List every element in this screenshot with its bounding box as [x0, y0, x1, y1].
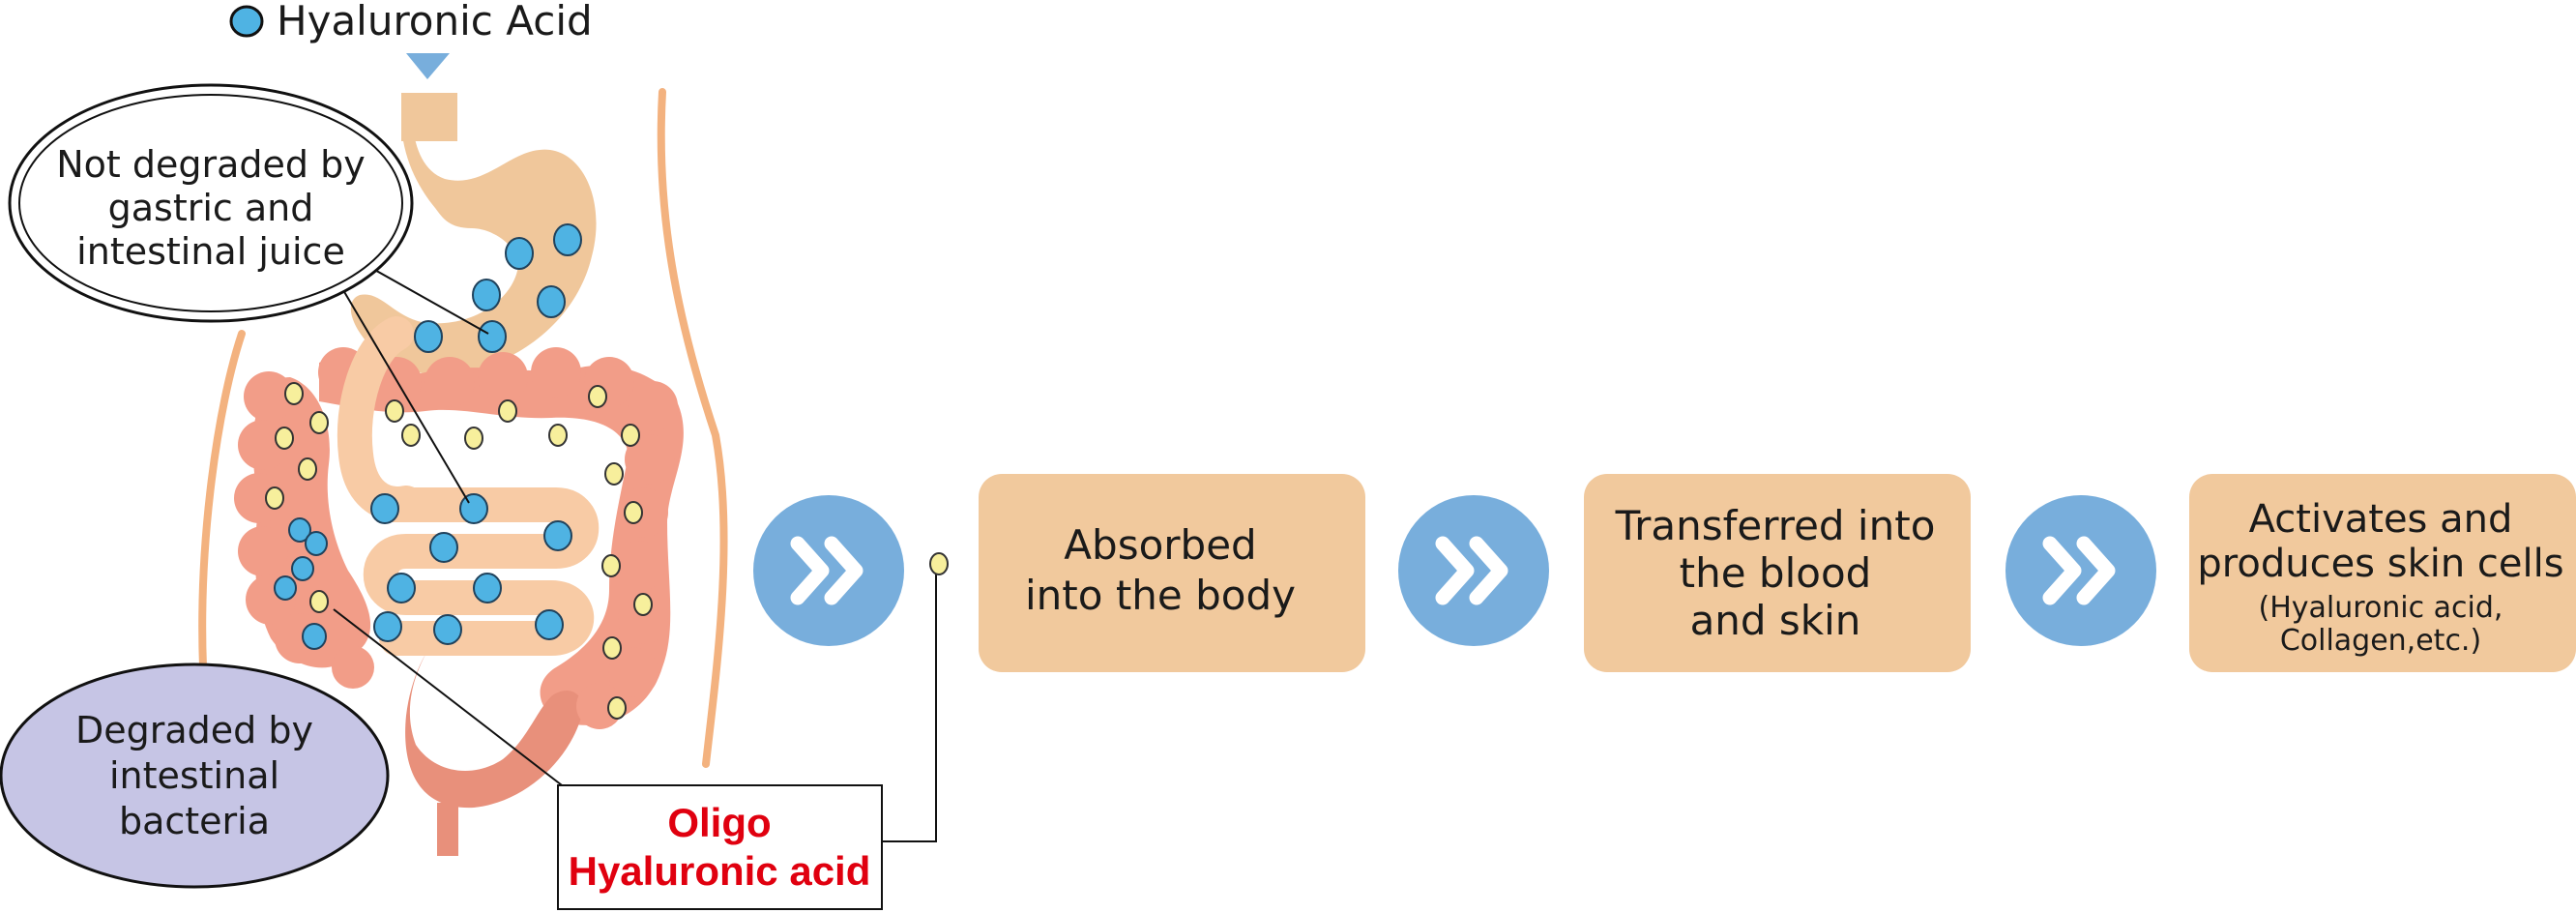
degraded-line-1: Degraded by	[75, 709, 313, 751]
legend-particle-icon	[229, 5, 264, 38]
double-chevron-icon	[1435, 536, 1508, 605]
not-degraded-line-2: gastric and	[108, 187, 314, 229]
step-2-line-2: the blood	[1680, 549, 1872, 597]
step-2-line-1: Transferred into	[1615, 502, 1936, 549]
oligo-particle-icon	[929, 552, 949, 575]
legend: Hyaluronic Acid	[229, 0, 593, 44]
step-3-sub-1: (Hyaluronic acid,	[2259, 591, 2503, 625]
step-box-2: Transferred into the blood and skin	[1584, 474, 1971, 672]
not-degraded-line-1: Not degraded by	[56, 143, 366, 186]
oligo-particles	[265, 382, 653, 720]
step-box-1: Absorbed into the body	[979, 474, 1365, 672]
oligo-line-1: Oligo	[667, 800, 771, 845]
degraded-line-3: bacteria	[119, 800, 270, 842]
flow-arrow-3	[2005, 495, 2156, 646]
large-intestine	[234, 347, 684, 856]
step-3-line-2: produces skin cells	[2197, 542, 2563, 586]
double-chevron-icon	[790, 536, 864, 605]
stomach	[350, 93, 597, 375]
step-3-line-1: Activates and	[2249, 497, 2513, 542]
callout-not-degraded: Not degraded by gastric and intestinal j…	[8, 83, 489, 504]
step-1-line-2: into the body	[1025, 572, 1296, 619]
degraded-line-2: intestinal	[109, 754, 279, 797]
not-degraded-line-3: intestinal juice	[76, 230, 345, 273]
double-chevron-icon	[2042, 536, 2116, 605]
step-box-3: Activates and produces skin cells (Hyalu…	[2189, 474, 2576, 672]
oligo-line-2: Hyaluronic acid	[569, 848, 871, 894]
flow-arrow-2	[1398, 495, 1549, 646]
step-2-line-3: and skin	[1690, 597, 1861, 644]
step-1-line-1: Absorbed	[1064, 521, 1256, 569]
oligo-label: Oligo Hyaluronic acid	[333, 552, 949, 910]
pointer-triangle-icon	[406, 53, 450, 79]
legend-label: Hyaluronic Acid	[277, 0, 593, 44]
callout-degraded: Degraded by intestinal bacteria	[0, 663, 390, 889]
ha-particles	[274, 223, 582, 650]
flow-arrow-1	[753, 495, 904, 646]
step-3-sub-2: Collagen,etc.)	[2280, 624, 2481, 658]
